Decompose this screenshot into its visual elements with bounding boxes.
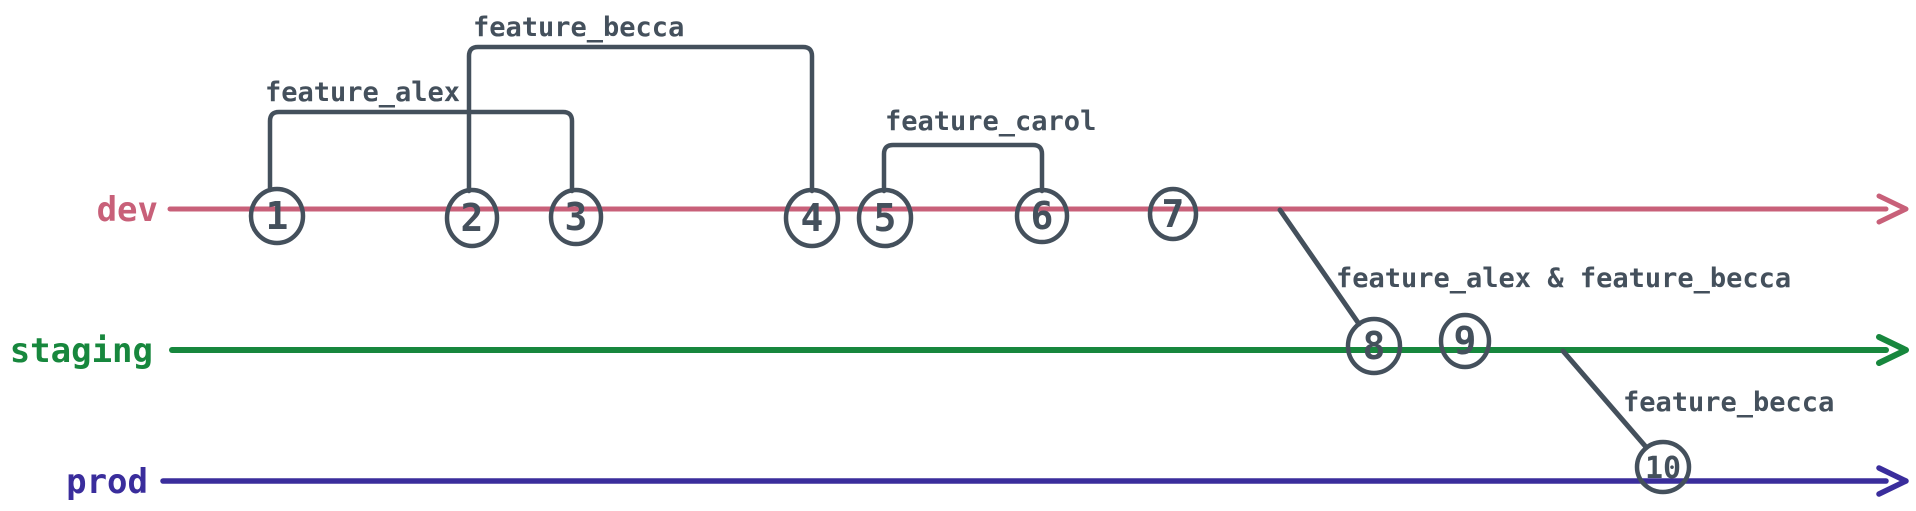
commit-node-10 (1634, 439, 1692, 495)
commit-node-4 (783, 187, 841, 249)
layer-nodes: 1 2 3 4 5 6 7 8 9 10 (248, 186, 1692, 495)
commit-number-4: 4 (801, 196, 824, 240)
commit-node-6 (1014, 187, 1070, 245)
commit-number-5: 5 (874, 196, 897, 240)
commit-node-3 (548, 187, 604, 247)
commit-node-2 (444, 187, 500, 249)
branch-label-dev: dev (97, 190, 158, 230)
commit-node-9 (1438, 312, 1492, 370)
commit-number-9: 9 (1454, 319, 1477, 363)
commit-number-1: 1 (266, 194, 289, 238)
feature-bracket-label: feature_alex (265, 77, 460, 108)
arrowhead-icon-staging (1876, 334, 1909, 366)
commit-number-7: 7 (1162, 192, 1185, 236)
commit-node-7 (1147, 186, 1199, 242)
branch-label-staging: staging (10, 331, 153, 371)
commit-node-1 (248, 186, 306, 246)
layer-branch-lines (160, 193, 1909, 497)
layer-labels: devstagingprodfeature_alexfeature_beccaf… (10, 12, 1835, 502)
commit-number-2: 2 (461, 196, 484, 240)
commit-node-5 (856, 187, 914, 249)
commit-number-6: 6 (1031, 194, 1054, 238)
branch-label-prod: prod (66, 462, 148, 502)
feature-bracket-label: feature_becca (473, 12, 684, 43)
commit-node-8 (1345, 316, 1403, 376)
feature-bracket-label: feature_carol (885, 106, 1096, 137)
commit-number-8: 8 (1363, 324, 1386, 368)
feature-bracket (466, 44, 815, 194)
merge-edge-label: feature_alex & feature_becca (1336, 263, 1791, 294)
commit-number-3: 3 (565, 195, 588, 239)
merge-edge (1560, 348, 1649, 450)
feature-bracket (267, 109, 575, 194)
merge-edge (1277, 207, 1362, 327)
arrowhead-icon-dev (1876, 193, 1909, 225)
arrowhead-icon-prod (1876, 465, 1909, 497)
layer-edges (267, 44, 1649, 450)
feature-bracket (881, 142, 1045, 194)
merge-edge-label: feature_becca (1623, 387, 1834, 418)
commit-number-10: 10 (1645, 451, 1681, 486)
